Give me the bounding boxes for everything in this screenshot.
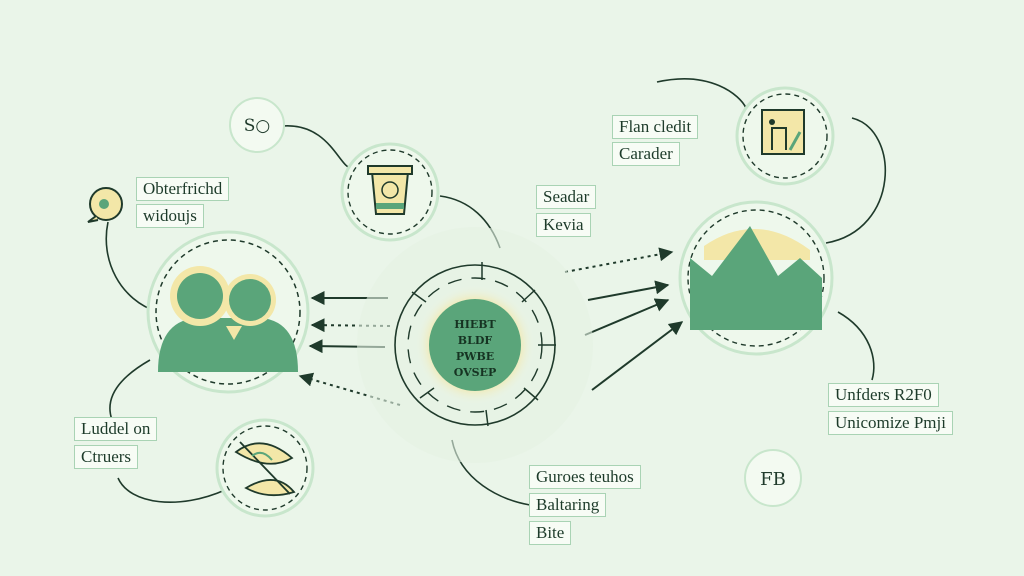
connector-chat-to-people: [105, 221, 159, 313]
arrow-left-mid: [310, 318, 391, 333]
people-node: [146, 230, 310, 394]
mountain-icon: [690, 226, 822, 330]
arrow-right-mid: [587, 280, 670, 301]
document-node: [735, 86, 835, 186]
arrows: [298, 247, 684, 406]
label-bottom-3: Bite: [529, 521, 572, 545]
label-top-right-1: Flan cledit: [612, 115, 699, 139]
arrow-right-low: [584, 298, 670, 336]
connector-leaf-to-luddel: [117, 477, 226, 503]
hub-line-4: OVSEP: [454, 366, 497, 379]
label-left-bottom-1: Luddel on: [74, 417, 158, 441]
cup-icon: [367, 165, 413, 215]
fb-badge: FB: [744, 449, 802, 507]
document-icon: [761, 109, 805, 155]
hub-line-2: BLDF: [458, 334, 493, 347]
hub-line-1: HIEBT: [454, 318, 496, 331]
connector-cup-to-center: [281, 125, 353, 169]
label-mid-top-2: Kevia: [536, 213, 591, 237]
chat-icon: [87, 187, 123, 223]
cup-node: [340, 142, 440, 242]
central-hub: HIEBT BLDF PWBE OVSEP: [357, 227, 593, 463]
arrow-right-top: [564, 247, 674, 273]
label-left-top-1: Obterfrichd: [136, 177, 230, 201]
arrow-right-bottom: [591, 321, 684, 391]
so-badge: S○: [229, 97, 285, 153]
connector-people-to-luddel: [109, 359, 151, 421]
fb-badge-text: FB: [760, 469, 786, 490]
people-icon: [158, 266, 298, 372]
connectors: [105, 78, 886, 506]
label-right-1: Unfders R2F0: [828, 383, 939, 407]
mountain-node: [678, 200, 834, 356]
so-badge-text: S○: [244, 116, 270, 136]
connector-top-right: [656, 78, 747, 109]
arrow-left-bottom: [298, 372, 401, 406]
hub-line-3: PWBE: [456, 350, 494, 363]
leaf-icon: [234, 441, 296, 497]
label-top-right-2: Carader: [612, 142, 680, 166]
label-left-bottom-2: Ctruers: [74, 445, 139, 469]
connector-doc-to-mountain: [825, 117, 886, 244]
leaf-node: [215, 418, 315, 518]
label-right-2: Unicomize Pmji: [828, 411, 953, 435]
connector-mountain-to-right-label: [837, 311, 875, 381]
label-left-top-2: widoujs: [136, 204, 204, 228]
label-bottom-2: Baltaring: [529, 493, 607, 517]
label-mid-top-1: Seadar: [536, 185, 597, 209]
label-bottom-1: Guroes teuhos: [529, 465, 641, 489]
